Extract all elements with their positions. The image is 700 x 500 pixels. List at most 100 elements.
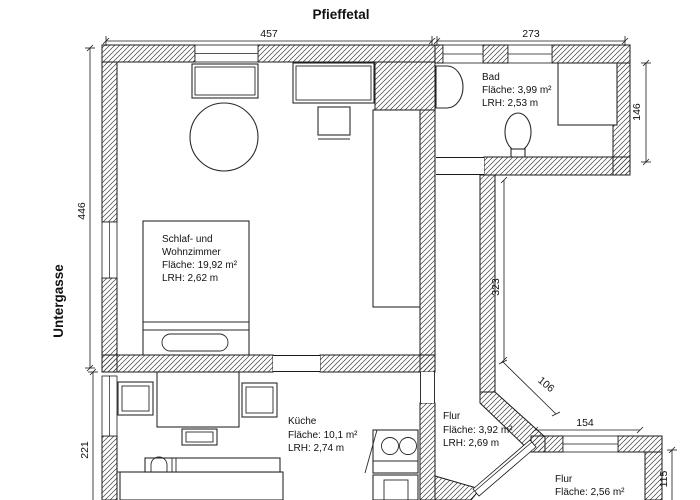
room-area: Fläche: 19,92 m² (162, 260, 238, 271)
dim-tick (433, 37, 441, 45)
wall-corner-stub (434, 475, 481, 500)
desk (292, 62, 375, 104)
sink (150, 456, 168, 472)
bed-pillow (161, 333, 229, 352)
dim-tick (428, 37, 436, 45)
room-label-flur2: Flur Fläche: 2,56 m² LRH: 2,69 m (555, 474, 625, 498)
toilet (504, 112, 532, 152)
oven-inner (383, 479, 409, 500)
dimension-446: 446 (76, 44, 95, 372)
dining-table (156, 371, 240, 428)
wall-flur2-top-left (530, 435, 564, 453)
wall-living-right (419, 109, 436, 373)
plan-title: Pfieffetal (312, 7, 369, 22)
stove-burner (399, 437, 417, 455)
kitchen-counter-top (144, 457, 281, 473)
door-flur-diagonal-leaf (474, 441, 533, 492)
stove-burner (381, 437, 399, 455)
room-name: Küche (288, 416, 317, 427)
dim-tick (102, 37, 110, 45)
dimension-154: 154 (531, 417, 644, 434)
dim-label-273: 273 (522, 28, 540, 40)
chair-bottom-inner (185, 431, 214, 443)
room-name: Flur (555, 474, 573, 485)
dimension-221: 221 (79, 368, 98, 500)
furniture-living-room (142, 62, 421, 356)
dimension-323: 323 (490, 176, 508, 364)
room-label-wohnzimmer: Schlaf- und Wohnzimmer Fläche: 19,92 m² … (162, 234, 238, 284)
bathtub (435, 65, 464, 109)
wall-living-left-upper (101, 61, 118, 223)
dim-label-221: 221 (79, 441, 91, 459)
dim-tick (86, 364, 94, 372)
sideboard-inner (194, 66, 256, 96)
room-name: Bad (482, 72, 500, 83)
street-label: Untergasse (51, 264, 66, 338)
dim-label-146: 146 (631, 103, 643, 121)
room-name: Schlaf- und (162, 234, 213, 245)
toilet-tank (510, 148, 526, 158)
bed (142, 220, 250, 356)
shower (557, 62, 618, 126)
wardrobe (372, 109, 421, 308)
dim-label-154: 154 (576, 417, 594, 429)
desk-inner (295, 65, 372, 101)
wall-chimney-block (374, 61, 436, 111)
dim-tick (500, 176, 508, 184)
room-height: LRH: 2,53 m (482, 98, 538, 109)
furniture-bathroom (435, 62, 618, 158)
kitchen-counter (119, 471, 284, 500)
dim-label-323: 323 (490, 278, 502, 296)
door-flur-diagonal (472, 439, 537, 497)
dim-tick (89, 368, 97, 376)
wall-living-bottom-right (319, 354, 436, 373)
room-height: LRH: 2,69 m (443, 438, 499, 449)
windows (101, 44, 619, 453)
dim-tick (531, 426, 539, 434)
dim-tick (636, 426, 644, 434)
room-area: Fläche: 3,99 m² (482, 85, 552, 96)
dim-tick (500, 356, 508, 364)
dim-tick (86, 44, 94, 52)
dim-tick (668, 446, 676, 454)
round-table (189, 102, 259, 172)
room-label-flur1: Flur Fläche: 3,92 m² LRH: 2,69 m (443, 411, 513, 449)
chair-bottom (181, 428, 218, 446)
furniture-kitchen (117, 371, 419, 500)
wall-living-bottom-left (101, 354, 274, 373)
dim-label-115: 115 (658, 470, 670, 487)
chair-left (117, 381, 154, 416)
dim-label-446: 446 (76, 202, 88, 220)
dim-label-457: 457 (260, 28, 278, 40)
dim-tick (642, 158, 650, 166)
wall-bad-top-2 (482, 44, 509, 64)
wall-living-top-left (101, 44, 196, 63)
room-area: Fläche: 10,1 m² (288, 430, 358, 441)
wall-living-top-right (257, 44, 436, 63)
room-area: Fläche: 3,92 m² (443, 425, 513, 436)
doors (273, 157, 537, 497)
cabinet-diagonal (364, 429, 378, 474)
wall-bad-top-3 (551, 44, 631, 64)
desk-chair (317, 106, 351, 136)
room-name: Wohnzimmer (162, 247, 221, 258)
dim-tick (498, 359, 508, 365)
door-kitchen-flur (420, 372, 435, 403)
room-name: Flur (443, 411, 461, 422)
wall-bad-top-1 (434, 44, 444, 64)
room-area: Fläche: 2,56 m² (555, 487, 625, 498)
dimension-146: 146 (631, 59, 651, 166)
chair-left-inner (121, 385, 150, 412)
dim-label-106: 106 (535, 374, 556, 395)
wall-kitchen-left (101, 435, 118, 500)
dim-tick (551, 411, 561, 417)
room-label-bad: Bad Fläche: 3,99 m² LRH: 2,53 m (482, 72, 552, 109)
dim-tick (621, 37, 629, 45)
door-bad (436, 157, 484, 175)
oven (372, 474, 419, 500)
wall-kitchen-right (419, 402, 436, 500)
wall-flur2-top-right (617, 435, 663, 453)
sideboard (191, 63, 259, 99)
